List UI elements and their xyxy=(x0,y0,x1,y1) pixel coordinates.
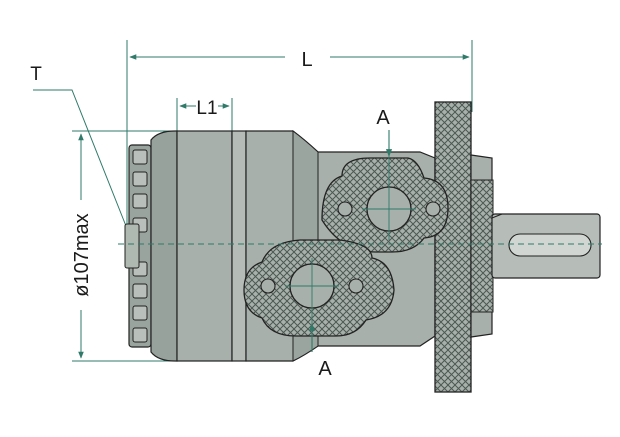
dimension-diameter: ø107max xyxy=(69,130,175,362)
wear-plate xyxy=(231,130,247,362)
dimension-l: L xyxy=(126,40,473,226)
dimension-diameter-label: ø107max xyxy=(71,213,93,296)
thread-marker-label: T xyxy=(30,64,42,85)
port-marker-top: A xyxy=(376,107,393,157)
port-marker-bottom: A xyxy=(308,323,332,380)
shaft-keyway xyxy=(508,233,592,257)
gerotor-housing xyxy=(150,130,178,362)
gerotor-set xyxy=(176,130,233,362)
thread-plug xyxy=(124,223,140,269)
port-marker-bottom-label: A xyxy=(318,358,332,380)
thread-marker: T xyxy=(30,64,127,227)
dimension-l1-label: L1 xyxy=(196,98,217,119)
port-marker-top-label: A xyxy=(376,107,390,129)
dimension-l-label: L xyxy=(301,49,312,71)
mounting-flange xyxy=(434,101,472,393)
motor-body xyxy=(118,101,602,393)
